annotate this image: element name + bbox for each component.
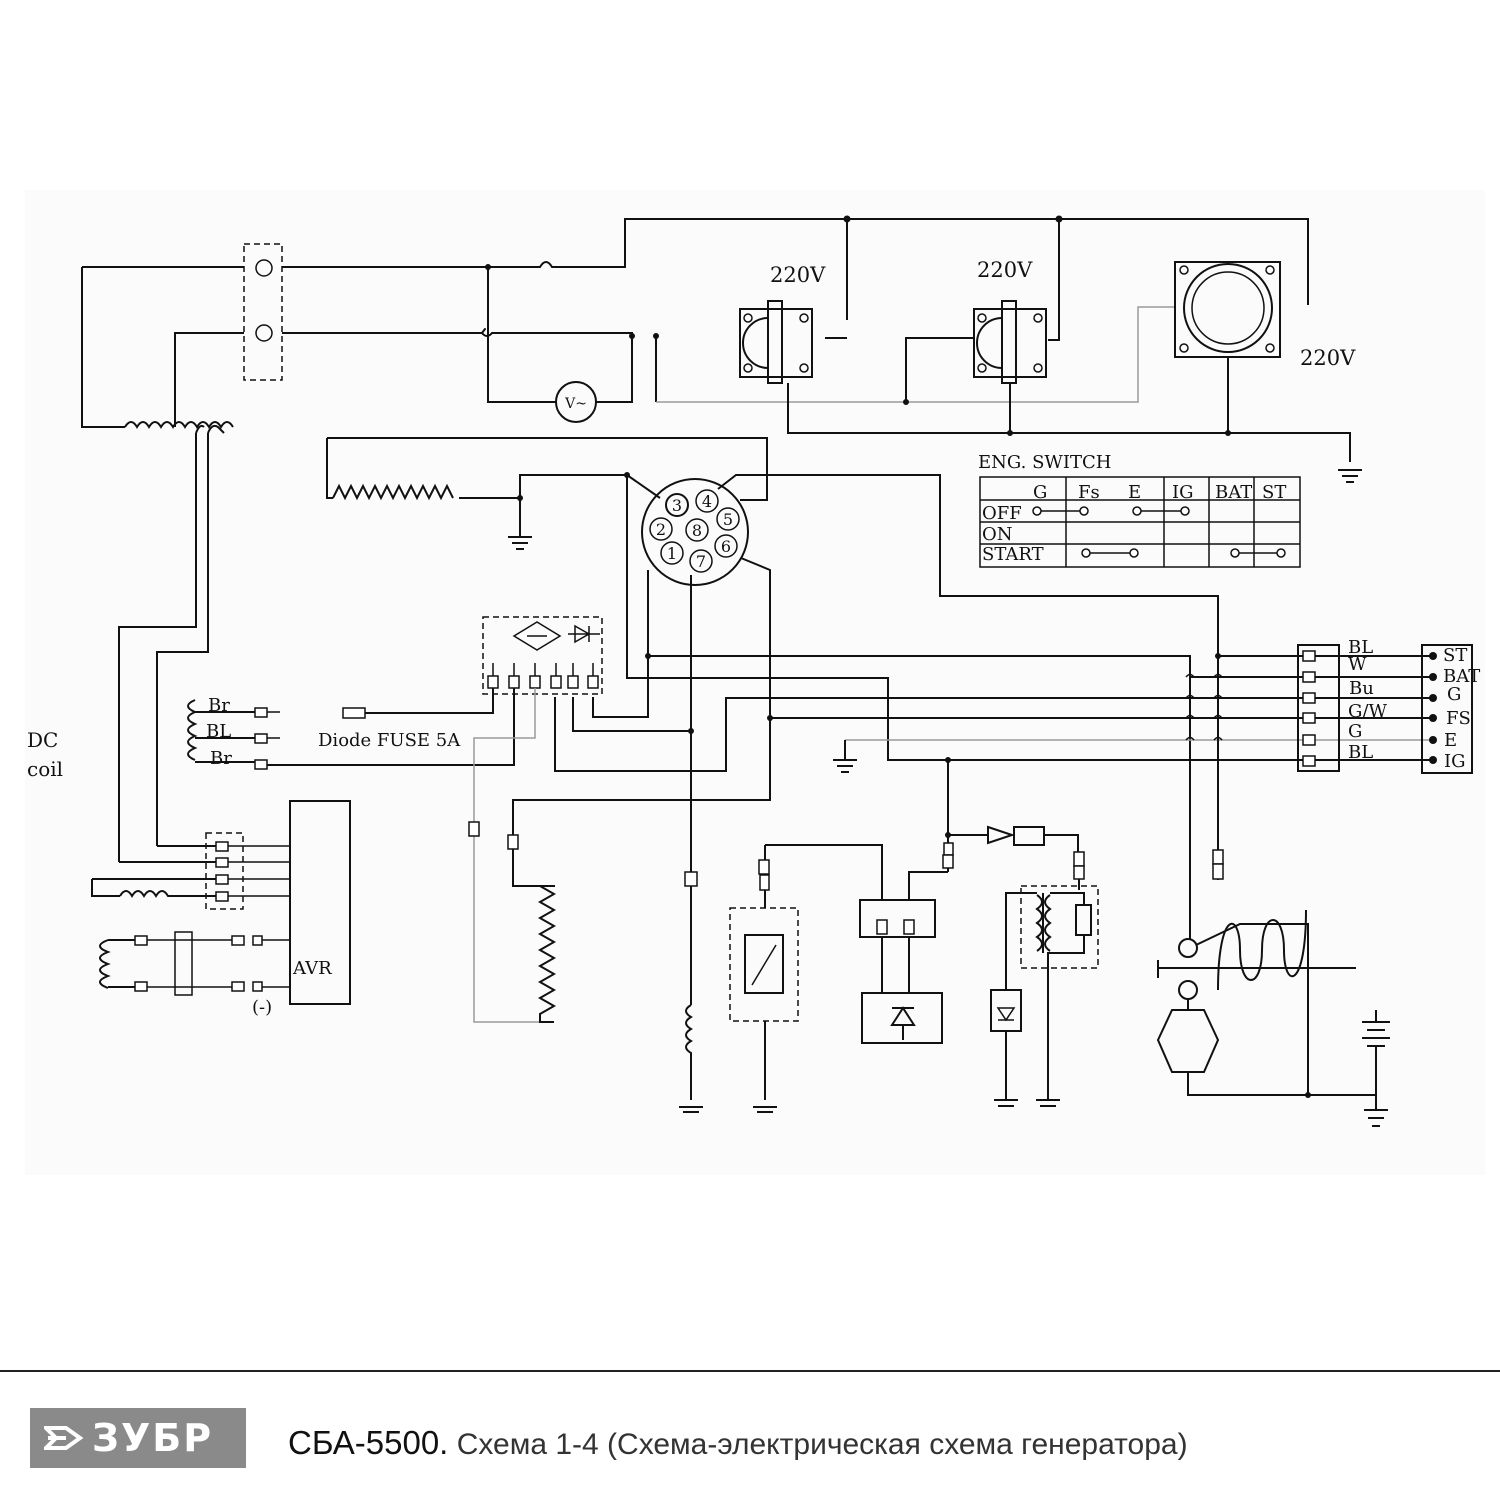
dc-coil-label-1: DC bbox=[27, 728, 58, 752]
avr-minus-label: (-) bbox=[252, 997, 272, 1018]
pin-1-label: 1 bbox=[667, 544, 677, 563]
wire-br-bottom: Br bbox=[210, 748, 232, 769]
brand-logo: ЗУБР bbox=[30, 1408, 246, 1468]
harness-wire-g: G bbox=[1348, 721, 1362, 742]
eng-col-ig: IG bbox=[1172, 482, 1194, 503]
harness-wire-bl: BL bbox=[1348, 637, 1373, 658]
logo-text: ЗУБР bbox=[92, 1416, 214, 1460]
wire-harness: BL W Bu G/W G BL ST BAT G FS E IG bbox=[1297, 637, 1480, 774]
generator-wiring-diagram: V~ 220V 220V bbox=[27, 215, 1481, 1127]
voltmeter-icon bbox=[555, 381, 597, 423]
eng-col-g: G bbox=[1033, 482, 1047, 503]
eng-switch-table: ENG. SWITCH G Fs E IG BAT ST OFF ON STAR… bbox=[978, 452, 1301, 568]
eng-row-start: START bbox=[982, 544, 1044, 565]
caption-model: СБА-5500. bbox=[288, 1424, 449, 1461]
diode-rectifier-block bbox=[267, 616, 603, 825]
eng-row-on: ON bbox=[982, 524, 1013, 545]
brand-arrow-icon bbox=[44, 1426, 84, 1450]
wire-br-top: Br bbox=[208, 695, 230, 716]
terminal-fs: FS bbox=[1446, 708, 1471, 729]
voltmeter-label: V~ bbox=[564, 396, 587, 412]
starter-battery bbox=[1156, 849, 1390, 1127]
harness-wire-gw: G/W bbox=[1348, 701, 1387, 722]
eng-col-fs: Fs bbox=[1078, 482, 1100, 503]
pin-5-label: 5 bbox=[723, 510, 733, 529]
harness-wire-bu: Bu bbox=[1349, 678, 1374, 699]
dc-coil: Br BL Br Diode FUSE 5A DC coil bbox=[27, 695, 461, 781]
eng-col-st: ST bbox=[1262, 482, 1286, 503]
pin-6-label: 6 bbox=[721, 537, 731, 556]
pin-7-label: 7 bbox=[696, 552, 706, 571]
footer: ЗУБР СБА-5500. Схема 1-4 (Схема-электрич… bbox=[0, 1370, 1500, 1502]
diode-fuse-label: Diode FUSE 5A bbox=[318, 730, 461, 751]
outlet-220v-3 bbox=[1174, 261, 1281, 358]
ignition-section bbox=[468, 821, 1099, 1113]
outlet-220v-1 bbox=[739, 300, 813, 384]
wire-bl-mid: BL bbox=[206, 721, 231, 742]
eng-switch-title: ENG. SWITCH bbox=[978, 452, 1112, 473]
eng-row-off: OFF bbox=[982, 503, 1022, 524]
outlet-220v-2 bbox=[973, 300, 1047, 384]
terminal-g: G bbox=[1447, 684, 1461, 705]
outlet-1-voltage: 220V bbox=[770, 263, 826, 287]
harness-wire-w: W bbox=[1348, 654, 1367, 675]
dc-coil-label-2: coil bbox=[27, 757, 63, 781]
pin-8-label: 8 bbox=[692, 521, 702, 540]
terminal-ig: IG bbox=[1444, 751, 1466, 772]
avr-unit: AVR (-) bbox=[91, 424, 351, 1018]
ac-terminal-block bbox=[243, 243, 283, 381]
terminal-st: ST bbox=[1443, 645, 1467, 666]
pin-3-label: 3 bbox=[672, 496, 682, 515]
avr-label: AVR bbox=[292, 958, 332, 979]
outlet-3-voltage: 220V bbox=[1300, 346, 1356, 370]
eng-col-e: E bbox=[1128, 482, 1141, 503]
terminal-e: E bbox=[1444, 730, 1457, 751]
pin-2-label: 2 bbox=[656, 520, 666, 539]
terminal-bat: BAT bbox=[1443, 666, 1480, 687]
pin-4-label: 4 bbox=[702, 492, 712, 511]
eng-col-bat: BAT bbox=[1215, 482, 1252, 503]
control-wiring bbox=[326, 437, 1430, 1100]
page-caption: СБА-5500. Схема 1-4 (Схема-электрическая… bbox=[288, 1424, 1188, 1462]
outlet-2-voltage: 220V bbox=[977, 258, 1033, 282]
caption-description: Схема 1-4 (Схема-электрическая схема ген… bbox=[456, 1428, 1188, 1461]
harness-wire-bl-2: BL bbox=[1348, 742, 1373, 763]
control-socket-8pin: 1 2 3 4 5 6 7 8 bbox=[641, 478, 749, 586]
ac-output-circuit: V~ 220V 220V bbox=[81, 215, 1362, 483]
